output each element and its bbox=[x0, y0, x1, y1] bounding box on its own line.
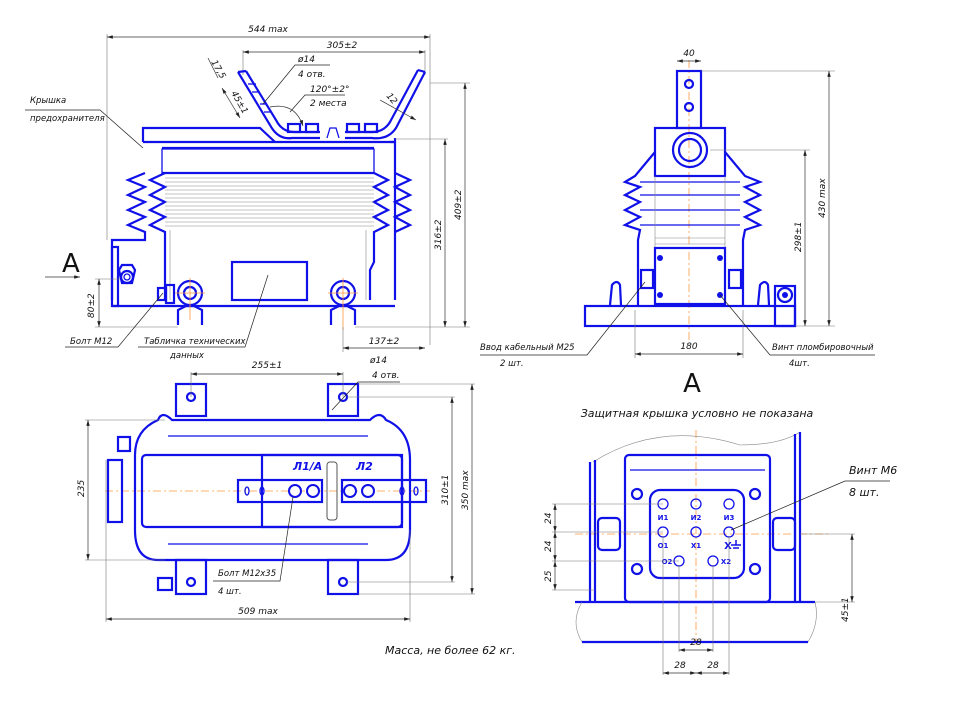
callout-cable-entry-1: Ввод кабельный М25 bbox=[480, 343, 575, 353]
fins-right bbox=[368, 172, 391, 300]
lifting-eye-left bbox=[175, 278, 205, 325]
corner-screws bbox=[630, 487, 762, 576]
dim-top-width: 40 bbox=[683, 49, 695, 59]
dim-length-max: 509 max bbox=[238, 607, 278, 617]
front-hole-count: 4 отв. bbox=[298, 70, 326, 80]
front-hole-dia: ø14 bbox=[297, 55, 315, 65]
top-hole-count: 4 отв. bbox=[372, 371, 400, 381]
dim-row3: 25 bbox=[544, 570, 554, 582]
callout-screw-m6-1: Винт М6 bbox=[849, 464, 897, 477]
view-arrow-label: A bbox=[62, 249, 80, 279]
callout-fuse-cover-2: предохранителя bbox=[30, 114, 105, 124]
callout-bolt-m12: Болт М12 bbox=[70, 337, 112, 347]
terminal-i1: И1 bbox=[658, 514, 669, 522]
top-bolts bbox=[286, 122, 379, 139]
callout-nameplate-2: данных bbox=[169, 351, 205, 361]
terminal-i3: И3 bbox=[724, 514, 735, 522]
terminal-x1: Х1 bbox=[691, 542, 701, 550]
bracket-left bbox=[237, 71, 320, 140]
dim-slot-length: 45±1 bbox=[228, 90, 249, 116]
callout-bolt-m12x35-1: Болт М12х35 bbox=[218, 569, 276, 579]
callout-seal-screw-1: Винт пломбировочный bbox=[772, 343, 874, 353]
front-angle-places: 2 места bbox=[310, 99, 347, 109]
dim-row1: 24 bbox=[544, 512, 554, 524]
side-fins-right bbox=[724, 151, 764, 305]
side-fins-left bbox=[622, 151, 656, 305]
mass-note: Масса, не более 62 кг. bbox=[385, 644, 516, 657]
terminal-l2-label: Л2 bbox=[355, 460, 373, 473]
ground-bolt bbox=[117, 263, 137, 285]
dim-row2: 24 bbox=[544, 540, 554, 552]
dim-base-width: 180 bbox=[680, 342, 697, 352]
terminal-i2: И2 bbox=[691, 514, 702, 522]
callout-cable-entry-2: 2 шт. bbox=[500, 359, 524, 369]
dim-pitch-center: 28 bbox=[690, 638, 702, 648]
terminal-o2: О2 bbox=[662, 558, 673, 566]
nameplate bbox=[230, 260, 309, 302]
callout-nameplate-1: Табличка технических bbox=[144, 337, 247, 347]
front-view: 544 max 305±2 17,5 45±1 ø14 4 bbox=[25, 25, 470, 361]
dim-foot-offset: 137±2 bbox=[369, 337, 400, 347]
view-a-note: Защитная крышка условно не показана bbox=[581, 407, 814, 420]
dim-height-total: 409±2 bbox=[454, 189, 464, 220]
callout-seal-screw-2: 4шт. bbox=[789, 359, 810, 369]
dim-depth-max: 350 max bbox=[461, 470, 471, 510]
dim-bracket-span: 305±2 bbox=[327, 41, 358, 51]
side-view: 40 180 298±1 bbox=[480, 49, 875, 369]
terminal-box bbox=[653, 246, 727, 306]
dim-hole-spacing: 255±1 bbox=[252, 361, 282, 371]
dim-thickness: 12 bbox=[384, 92, 399, 107]
dim-height-axis: 298±1 bbox=[794, 222, 804, 252]
terminal-plate bbox=[648, 488, 746, 580]
bracket-right bbox=[345, 71, 426, 140]
top-hole-dia: ø14 bbox=[369, 356, 387, 366]
lifting-eye-right bbox=[328, 278, 358, 330]
front-angle: 120°±2° bbox=[310, 85, 349, 95]
dim-overall-width: 544 max bbox=[248, 25, 288, 35]
view-a: A Защитная крышка условно не показана И1… bbox=[544, 369, 897, 675]
terminal-x2: Х2 bbox=[721, 558, 731, 566]
view-a-title: A bbox=[683, 369, 701, 399]
dim-width: 235 bbox=[77, 480, 87, 497]
dim-bolt-height: 80±2 bbox=[87, 293, 97, 318]
callout-fuse-cover-1: Крышка bbox=[30, 96, 66, 106]
fuse-cover bbox=[141, 126, 276, 143]
dim-pitch-left: 28 bbox=[674, 661, 686, 671]
top-view: Л1/А Л2 255±1 ø14 4 отв. 235 310±1 350 m… bbox=[77, 356, 475, 622]
callout-bolt-m12x35-2: 4 шт. bbox=[218, 587, 242, 597]
base-plate bbox=[583, 304, 797, 328]
callout-screw-m6-2: 8 шт. bbox=[849, 486, 879, 499]
fins-left bbox=[110, 171, 148, 300]
ground-icon bbox=[731, 540, 741, 549]
dim-height-main: 316±2 bbox=[434, 219, 444, 250]
dim-height-45: 45±1 bbox=[841, 597, 851, 622]
terminal-x: Х bbox=[724, 541, 732, 552]
dim-slot-offset: 17,5 bbox=[208, 59, 227, 82]
terminal-l1-label: Л1/А bbox=[292, 460, 322, 473]
dim-hole-pitch: 310±1 bbox=[441, 475, 451, 505]
dim-pitch-right: 28 bbox=[707, 661, 719, 671]
dim-height-max: 430 max bbox=[818, 178, 828, 218]
